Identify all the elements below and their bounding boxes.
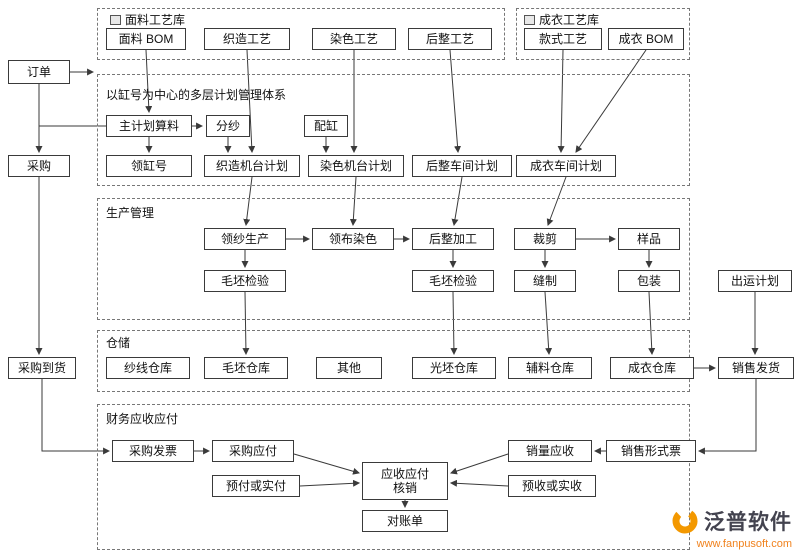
node-weaving-process: 织造工艺	[204, 28, 290, 50]
node-garment-warehouse: 成衣仓库	[610, 357, 694, 379]
node-accessory-warehouse: 辅料仓库	[508, 357, 592, 379]
node-order: 订单	[8, 60, 70, 84]
node-sales-delivery: 销售发货	[718, 357, 794, 379]
node-dyeing-machine-plan: 染色机台计划	[308, 155, 404, 177]
group-label-text: 仓储	[106, 336, 131, 350]
node-garment-bom: 成衣 BOM	[608, 28, 684, 50]
library-icon	[110, 14, 121, 25]
node-yarn-production: 领纱生产	[204, 228, 286, 250]
group-fabric-process-library	[97, 8, 505, 60]
brand-logo: 泛普软件 www.fanpusoft.com	[671, 506, 792, 550]
node-prepaid: 预付或实付	[212, 475, 300, 497]
node-sample: 样品	[618, 228, 680, 250]
brand-url: www.fanpusoft.com	[696, 538, 792, 550]
node-other-warehouse: 其他	[316, 357, 382, 379]
node-master-plan: 主计划算料	[106, 115, 192, 137]
edge-sales-delivery-to-sales-proforma	[697, 379, 757, 455]
group-plan-system	[97, 74, 690, 186]
node-purchase-payable: 采购应付	[212, 440, 294, 462]
group-label-production: 生产管理	[106, 204, 154, 221]
node-yarn-split: 分纱	[206, 115, 250, 137]
group-label-plan-system: 以缸号为中心的多层计划管理体系	[106, 86, 286, 103]
node-purchase: 采购	[8, 155, 70, 177]
node-purchase-arrival: 采购到货	[8, 357, 76, 379]
node-finishing: 后整加工	[412, 228, 494, 250]
node-sewing: 缝制	[514, 270, 576, 292]
group-finance	[97, 404, 690, 550]
node-fabric-dyeing: 领布染色	[312, 228, 394, 250]
group-garment-process-library	[516, 8, 690, 60]
node-vat-no: 领缸号	[106, 155, 192, 177]
node-fabric-bom: 面料 BOM	[106, 28, 186, 50]
node-finished-grey-warehouse: 光坯仓库	[412, 357, 496, 379]
node-sales-proforma: 销售形式票	[606, 440, 696, 462]
node-cutting: 裁剪	[514, 228, 576, 250]
node-purchase-invoice: 采购发票	[112, 440, 194, 462]
library-icon	[524, 14, 535, 25]
node-shipping-plan: 出运计划	[718, 270, 792, 292]
node-style-process: 款式工艺	[524, 28, 602, 50]
fanpu-logo-icon	[672, 508, 698, 534]
node-grey-inspect-1: 毛坯检验	[204, 270, 286, 292]
group-label-fabric-library: 面料工艺库	[110, 11, 185, 28]
node-finishing-process: 后整工艺	[408, 28, 492, 50]
group-production	[97, 198, 690, 320]
group-label-text: 生产管理	[106, 206, 155, 220]
node-dyeing-process: 染色工艺	[312, 28, 396, 50]
node-weaving-machine-plan: 织造机台计划	[204, 155, 300, 177]
node-garment-workshop-plan: 成衣车间计划	[516, 155, 616, 177]
node-finishing-workshop-plan: 后整车间计划	[412, 155, 512, 177]
group-label-finance: 财务应收应付	[106, 410, 178, 427]
edge-master-plan-to-purchase	[35, 125, 106, 154]
group-label-text: 财务应收应付	[106, 412, 179, 426]
group-label-text: 以缸号为中心的多层计划管理体系	[106, 88, 287, 102]
group-label-warehouse: 仓储	[106, 334, 130, 351]
node-prereceived: 预收或实收	[508, 475, 596, 497]
group-label-text: 成衣工艺库	[539, 13, 600, 27]
node-yarn-warehouse: 纱线仓库	[106, 357, 190, 379]
node-packing: 包装	[618, 270, 680, 292]
node-grey-warehouse: 毛坯仓库	[204, 357, 288, 379]
brand-name: 泛普软件	[704, 511, 792, 534]
group-label-text: 面料工艺库	[125, 13, 186, 27]
node-sales-receivable: 销量应收	[508, 440, 592, 462]
node-vat-assign: 配缸	[304, 115, 348, 137]
node-verification: 应收应付 核销	[362, 462, 448, 500]
node-statement: 对账单	[362, 510, 448, 532]
node-grey-inspect-2: 毛坯检验	[412, 270, 494, 292]
group-label-garment-library: 成衣工艺库	[524, 11, 599, 28]
